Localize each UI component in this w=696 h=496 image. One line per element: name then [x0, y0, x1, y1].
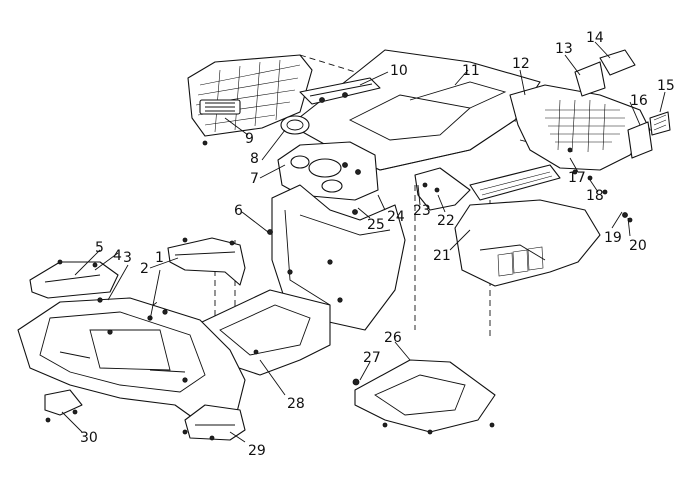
callout-21: 21 [433, 248, 451, 264]
part-front-brace [414, 164, 561, 211]
callout-30: 30 [80, 430, 98, 446]
fasteners [202, 140, 633, 235]
callout-12: 12 [512, 56, 530, 72]
part-upper-cover [167, 237, 246, 286]
callout-15: 15 [657, 78, 675, 94]
callout-23: 23 [413, 203, 431, 219]
part-front-grille [509, 49, 651, 171]
callout-6: 6 [234, 203, 243, 219]
callout-11: 11 [462, 63, 480, 79]
part-side-panel [454, 199, 601, 287]
callout-14: 14 [586, 30, 604, 46]
callout-labels: 1 2 3 4 5 6 7 8 9 10 11 12 13 14 15 16 1… [80, 30, 675, 459]
callout-7: 7 [250, 171, 259, 187]
callout-18: 18 [586, 188, 604, 204]
callout-29: 29 [248, 443, 266, 459]
callout-10: 10 [390, 63, 408, 79]
part-rear-bracket [182, 404, 246, 441]
callout-19: 19 [604, 230, 622, 246]
callout-2: 2 [140, 261, 149, 277]
part-lower-left-bracket [44, 389, 83, 423]
part-front-skid [352, 359, 496, 435]
callout-24: 24 [387, 209, 405, 225]
callout-3: 3 [123, 250, 132, 266]
callout-4: 4 [113, 248, 122, 264]
callout-16: 16 [630, 93, 648, 109]
callout-26: 26 [384, 330, 402, 346]
callout-25: 25 [367, 217, 385, 233]
callout-28: 28 [287, 396, 305, 412]
callout-13: 13 [555, 41, 573, 57]
part-rear-grille [187, 54, 313, 137]
part-headlight [627, 111, 671, 159]
callout-leaders [61, 41, 666, 443]
callout-5: 5 [95, 240, 104, 256]
callout-22: 22 [437, 213, 455, 229]
part-hinge-bracket [299, 77, 381, 105]
callout-27: 27 [363, 350, 381, 366]
callout-9: 9 [245, 131, 254, 147]
callout-20: 20 [629, 238, 647, 254]
part-dash-console [277, 115, 379, 201]
part-small-cover [29, 259, 119, 299]
callout-17: 17 [568, 170, 586, 186]
callout-1: 1 [155, 250, 164, 266]
callout-8: 8 [250, 151, 259, 167]
